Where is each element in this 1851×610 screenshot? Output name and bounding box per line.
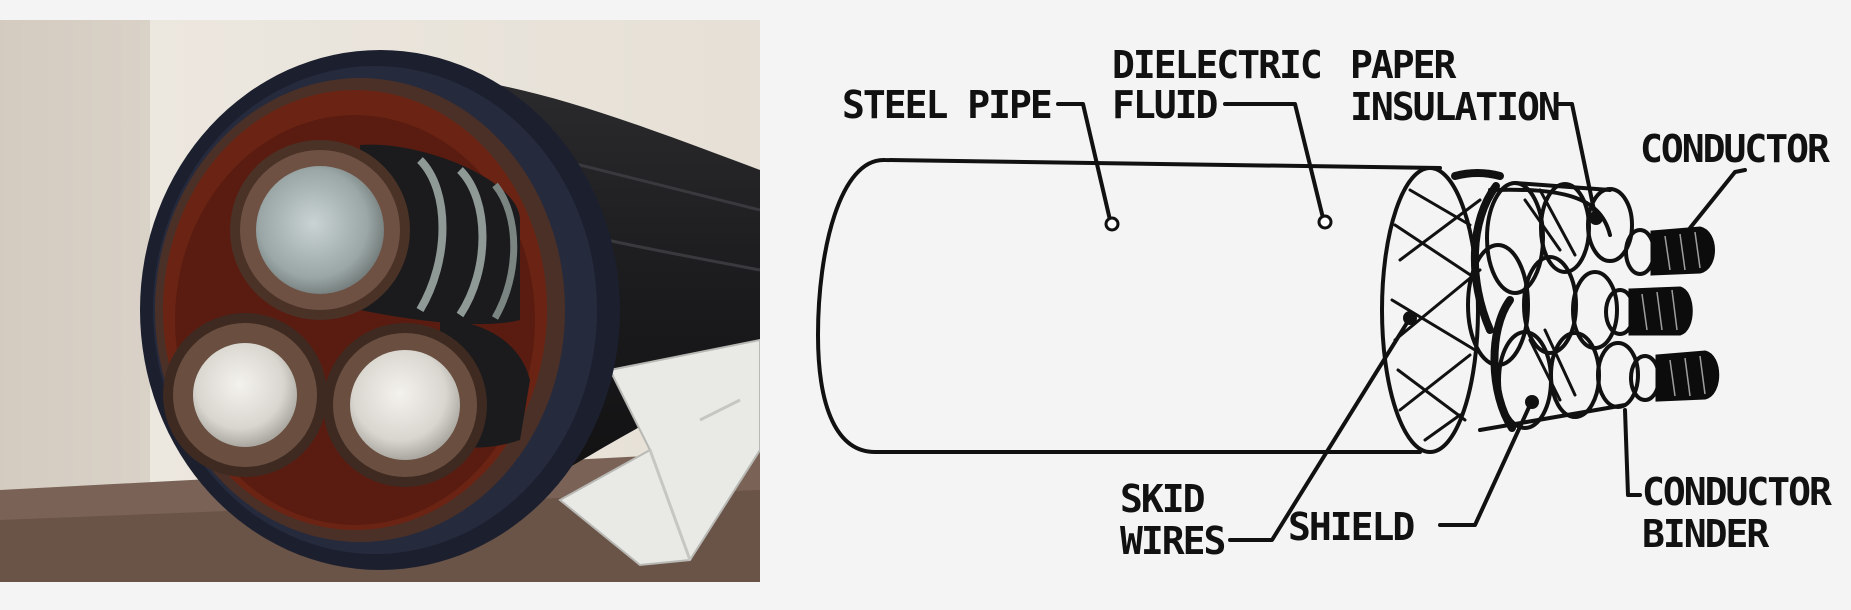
leader-conductor-binder (1623, 408, 1642, 497)
label-paper-line1: PAPER (1350, 43, 1457, 87)
leader-conductor (1688, 168, 1747, 230)
label-shield: SHIELD (1288, 505, 1414, 549)
leader-dielectric-fluid (1223, 102, 1325, 220)
label-conductor: CONDUCTOR (1640, 127, 1830, 171)
photo-cable-right (323, 320, 530, 487)
label-binder-line1: CONDUCTOR (1642, 470, 1832, 514)
cable-layers (1451, 169, 1640, 432)
leader-steel-pipe (1056, 102, 1112, 222)
leader-skid-wires (1228, 316, 1412, 542)
photo-cable-top (230, 140, 520, 325)
photo-cable-left (163, 313, 327, 477)
label-steel-pipe: STEEL PIPE (842, 83, 1051, 127)
pipe-end-ellipse (1380, 166, 1480, 454)
skid-wire-hatch (1390, 188, 1577, 442)
leader-shield (1438, 403, 1532, 527)
label-paper-line2: INSULATION (1350, 85, 1559, 129)
label-binder-line2: BINDER (1642, 512, 1769, 556)
label-dielectric-line1: DIELECTRIC (1112, 43, 1321, 87)
conductor-cores (1628, 226, 1720, 402)
steel-pipe-outline (816, 157, 1442, 454)
label-dielectric-line2: FLUID (1112, 83, 1218, 127)
label-skid-line2: WIRES (1120, 519, 1225, 563)
label-skid-line1: SKID (1120, 477, 1205, 521)
cable-photo (0, 20, 760, 582)
cable-diagram: STEEL PIPE DIELECTRIC FLUID PAPER INSULA… (816, 43, 1834, 563)
leader-paper-insulation (1556, 102, 1597, 217)
photo-bracket (558, 338, 760, 567)
